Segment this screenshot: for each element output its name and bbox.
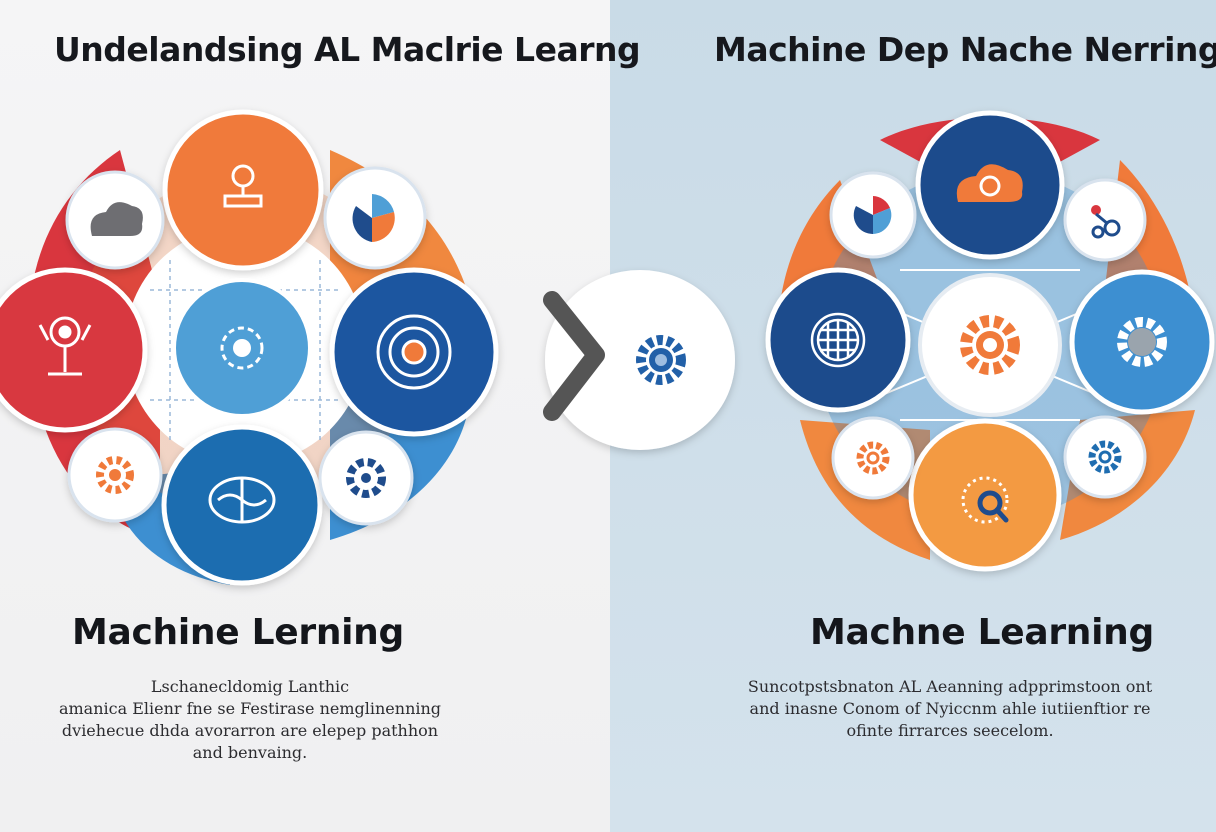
right-node-right — [1069, 269, 1215, 415]
left-node-right — [329, 267, 499, 437]
right-node-small-br — [1063, 415, 1147, 499]
gear-icon — [96, 456, 134, 494]
right-node-small-tr — [1063, 178, 1147, 262]
right-title: Machine Dep Nache Nerring — [714, 30, 1216, 69]
right-description-line: ofinte firrarces seecelom. — [846, 721, 1054, 740]
pie-chart-icon — [853, 196, 892, 235]
right-node-small-bl — [831, 416, 915, 500]
gear-icon — [856, 441, 890, 475]
cloud-icon — [90, 202, 143, 236]
right-node-bottom — [908, 418, 1062, 572]
right-description-line: Suncotpstsbnaton AL Aeanning adpprimstoo… — [747, 677, 1153, 696]
left-node-bottom — [161, 424, 323, 586]
left-description-line: Lschanecldomig Lanthic — [150, 677, 350, 696]
left-node-center — [172, 278, 312, 418]
left-node-small-tl — [65, 170, 165, 270]
left-title: Undelandsing AL Maclrie Learng — [54, 30, 641, 69]
gear-icon — [1117, 317, 1167, 367]
gear-icon — [1088, 440, 1122, 474]
brain-icon — [208, 476, 276, 524]
search-icon — [961, 476, 1009, 524]
right-node-top — [915, 110, 1065, 260]
gear-brain-icon — [220, 326, 264, 370]
left-node-small-bl — [67, 427, 163, 523]
left-node-left — [0, 267, 148, 433]
gear-icon — [636, 335, 686, 385]
refresh-gear-icon — [346, 458, 386, 498]
right-cluster — [765, 110, 1215, 572]
stamp-icon — [223, 164, 263, 208]
left-node-top — [162, 109, 324, 271]
pie-chart-icon — [352, 194, 395, 242]
right-subtitle: Machne Learning — [810, 612, 1154, 653]
left-node-small-br — [318, 430, 414, 526]
left-description-line: and benvaing. — [192, 743, 308, 762]
left-connectors — [150, 260, 340, 440]
globe-icon — [810, 312, 866, 368]
right-node-small-tl — [829, 171, 917, 259]
cloud-icon — [956, 164, 1023, 202]
target-icon — [376, 314, 452, 390]
left-node-small-tr — [323, 166, 427, 270]
gear-icon — [960, 315, 1020, 375]
left-description-line: amanica Elienr fne se Festirase nemgline… — [58, 699, 442, 718]
center-connector — [543, 270, 735, 450]
left-description-line: dviehecue dhda avorarron are elepep path… — [61, 721, 439, 740]
lamp-icon — [38, 316, 92, 376]
left-cluster — [0, 109, 499, 586]
right-description: Suncotpstsbnaton AL Aeanning adpprimstoo… — [700, 676, 1200, 742]
left-description: Lschanecldomig Lanthic amanica Elienr fn… — [20, 676, 480, 764]
right-node-left — [765, 267, 911, 413]
right-description-line: and inasne Conom of Nyiccnm ahle iutiien… — [749, 699, 1151, 718]
network-icon — [1091, 205, 1121, 239]
chevron-right-icon — [543, 291, 605, 421]
right-node-center — [918, 273, 1062, 417]
left-subtitle: Machine Lerning — [72, 612, 404, 653]
